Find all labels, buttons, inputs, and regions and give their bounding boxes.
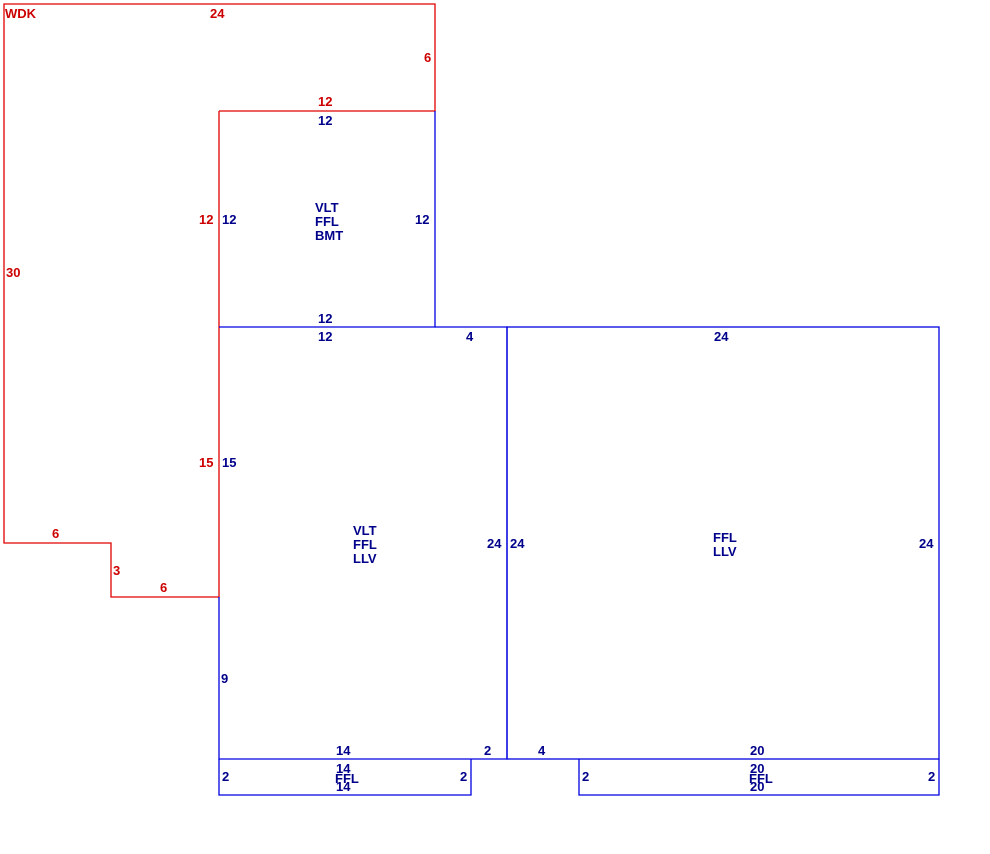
left-room-code-2: FFL — [353, 537, 377, 552]
deck-left-dim: 30 — [6, 265, 20, 280]
deck-outline — [3, 3, 436, 598]
left-room-code-1: VLT — [353, 523, 377, 538]
left-strip-bottom-dim: 14 — [336, 779, 351, 794]
right-room-code-1: FFL — [713, 530, 737, 545]
right-strip-right-dim: 2 — [928, 769, 935, 784]
deck-name-label: WDK — [5, 6, 37, 21]
upper-room-code-2: FFL — [315, 214, 339, 229]
deck-inner-top-dim: 12 — [318, 94, 332, 109]
right-strip-outline — [578, 759, 940, 796]
left-strip-top-dim: 14 — [336, 761, 351, 776]
deck-inner-side-lower-dim: 15 — [199, 455, 213, 470]
left-room-left-upper-dim: 15 — [222, 455, 236, 470]
right-room-bottom-dim: 20 — [750, 743, 764, 758]
left-strip-right-dim: 2 — [460, 769, 467, 784]
right-strip-bottom-dim: 20 — [750, 779, 764, 794]
right-strip-code: FFL — [749, 771, 773, 786]
upper-room-bottom-dim: 12 — [318, 311, 332, 326]
deck-inner-side-upper-dim: 12 — [199, 212, 213, 227]
right-room: 24 24 24 4 20 FFL LLV — [506, 326, 940, 760]
left-room-bottom-right-dim: 2 — [484, 743, 491, 758]
left-room-top-dim: 12 — [318, 329, 332, 344]
upper-room: 12 12 12 12 VLT FFL BMT — [219, 111, 436, 328]
left-room-left-lower-dim: 9 — [221, 671, 228, 686]
right-room-left-dim: 24 — [510, 536, 525, 551]
upper-room-code-3: BMT — [315, 228, 343, 243]
upper-room-code-1: VLT — [315, 200, 339, 215]
right-room-right-dim: 24 — [919, 536, 934, 551]
right-room-outline — [506, 326, 940, 760]
deck-top-dim: 24 — [210, 6, 225, 21]
right-strip-left-dim: 2 — [582, 769, 589, 784]
left-strip-code: FFL — [335, 771, 359, 786]
right-strip: 20 FFL 20 2 2 — [578, 759, 940, 796]
left-room: 12 4 15 9 24 14 2 VLT FFL LLV — [218, 326, 508, 760]
deck-area: WDK 24 6 12 12 15 30 6 3 6 — [3, 3, 436, 598]
right-room-code-2: LLV — [713, 544, 737, 559]
deck-notch-top-dim: 6 — [52, 526, 59, 541]
left-room-code-3: LLV — [353, 551, 377, 566]
deck-right-dim: 6 — [424, 50, 431, 65]
upper-room-right-dim: 12 — [415, 212, 429, 227]
right-strip-top-dim: 20 — [750, 761, 764, 776]
right-room-top-dim: 24 — [714, 329, 729, 344]
left-room-top-right-dim: 4 — [466, 329, 474, 344]
left-strip-left-dim: 2 — [222, 769, 229, 784]
upper-room-top-dim: 12 — [318, 113, 332, 128]
right-room-bottom-left-dim: 4 — [538, 743, 546, 758]
upper-room-left-dim: 12 — [222, 212, 236, 227]
deck-notch-bottom-dim: 6 — [160, 580, 167, 595]
left-strip: 14 FFL 14 2 2 — [218, 759, 472, 796]
left-room-bottom-dim: 14 — [336, 743, 351, 758]
left-room-right-dim: 24 — [487, 536, 502, 551]
left-strip-outline — [218, 759, 472, 796]
deck-notch-side-dim: 3 — [113, 563, 120, 578]
